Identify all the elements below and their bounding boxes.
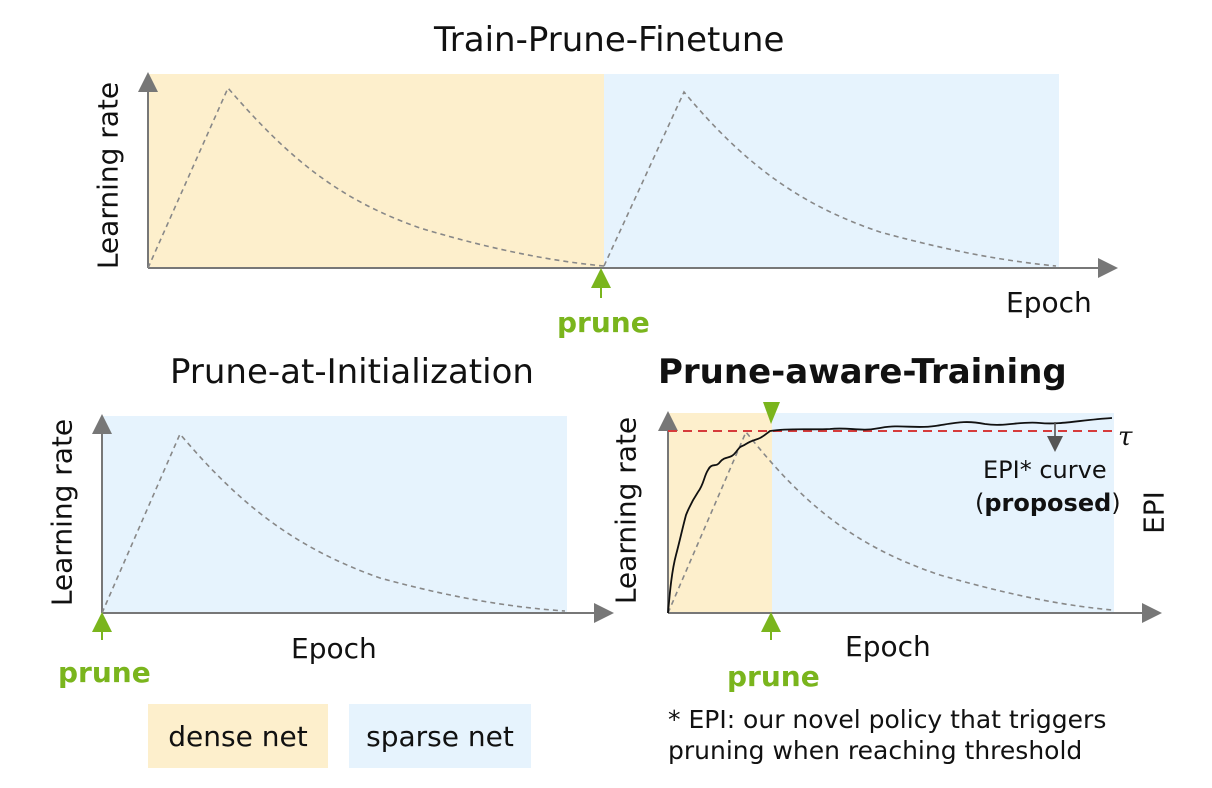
left-y-axis-label: Learning rate: [45, 418, 79, 607]
top-dense-region: [148, 74, 604, 268]
right-prune-label: prune: [727, 660, 820, 693]
top-y-axis-label: Learning rate: [91, 81, 125, 270]
right-x-axis-label: Epoch: [845, 630, 931, 663]
epi-paren-open: (: [975, 489, 985, 517]
epi-proposed-word: proposed: [984, 489, 1112, 517]
left-x-axis-label: Epoch: [291, 632, 377, 665]
top-sparse-region: [604, 74, 1059, 268]
epi-right-axis-label: EPI: [1137, 491, 1171, 534]
top-x-axis-label: Epoch: [1006, 286, 1092, 319]
tau-label: τ: [1118, 422, 1133, 452]
footnote-line-1: * EPI: our novel policy that triggers: [668, 705, 1107, 734]
left-prune-label: prune: [58, 656, 151, 689]
top-panel-title: Train-Prune-Finetune: [434, 20, 785, 60]
right-panel-title: Prune-aware-Training: [658, 352, 1067, 392]
epi-trigger-marker: [763, 402, 780, 424]
epi-curve-label: EPI* curve: [983, 456, 1107, 484]
left-panel-title: Prune-at-Initialization: [170, 352, 534, 392]
legend-dense-net: dense net: [148, 704, 328, 768]
left-lr-curve: [101, 432, 566, 614]
right-lr-curve: [667, 430, 1113, 614]
footnote-line-2: pruning when reaching threshold: [668, 736, 1083, 765]
top-lr-curve-finetune: [603, 90, 1057, 267]
epi-curve: [667, 417, 1113, 614]
right-dense-region: [668, 413, 772, 613]
top-prune-label: prune: [557, 306, 650, 339]
left-sparse-region: [102, 416, 567, 613]
epi-proposed-label: (proposed): [975, 489, 1121, 517]
right-y-axis-label: Learning rate: [609, 416, 643, 605]
legend-sparse-net: sparse net: [349, 704, 531, 768]
epi-paren-close: ): [1111, 489, 1121, 517]
